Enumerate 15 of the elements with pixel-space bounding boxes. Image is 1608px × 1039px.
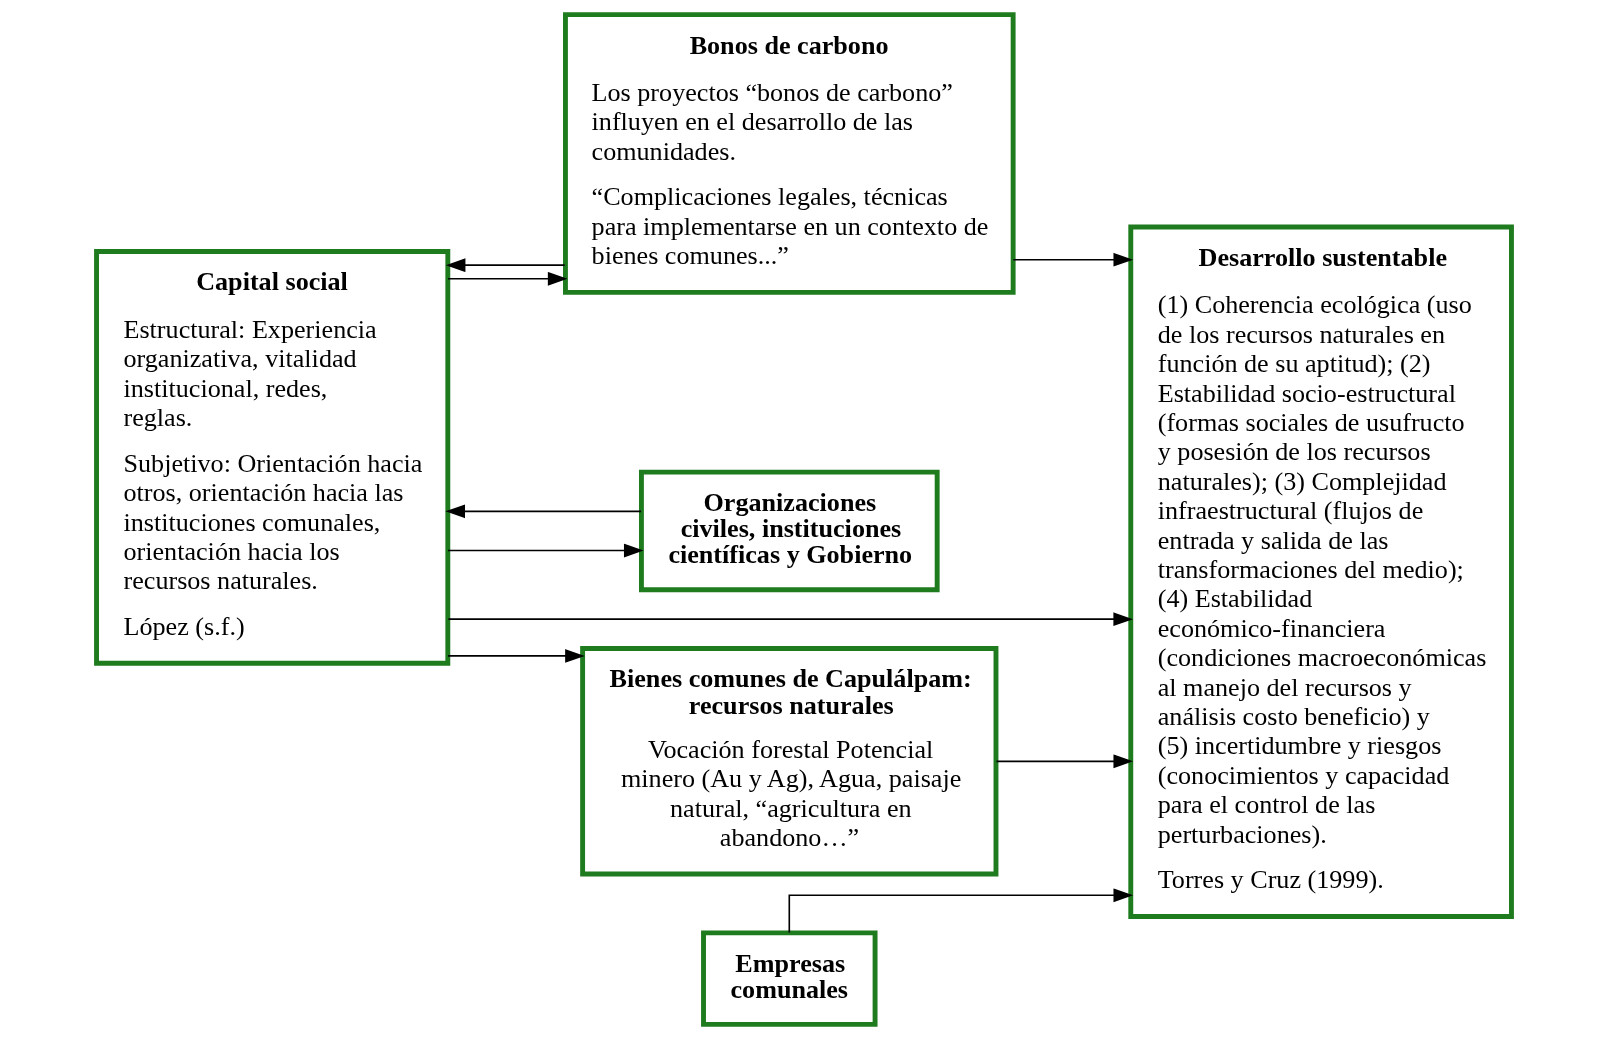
arrow — [447, 612, 1133, 627]
node-box: Bienes comunes de Capulálpam: recursos naturales Vocación forestal Potencial minero (Au y Ag), Agua, paisaje natural, “agricultura en abandono…” — [580, 646, 999, 877]
arrow — [995, 754, 1134, 769]
arrow — [445, 258, 566, 272]
node-box: Organizaciones civiles, instituciones científicas y Gobierno — [638, 469, 940, 593]
arrow — [447, 271, 568, 286]
node-box: Empresas comunales — [701, 930, 878, 1027]
arrow — [447, 543, 644, 558]
arrow — [447, 649, 585, 663]
node-box: Desarrollo sustentable (1) Coherencia ecológica (uso de los recursos naturales en función de su aptitud); (2) Estabilidad socio-estructural (formas sociales de usufructo y posesión de los recursos naturales); (3) Complejidad infraestructural (flujos de entrada y salida de las transformaciones del medio); (4) Estabilidad económico-financiera (condiciones macroeconómicas al manejo del recursos y análisis costo beneficio) y (5) incertidumbre y riesgos (conocimientos y capacidad para el control de las perturbaciones). Torres y Cruz (1999). — [1128, 224, 1514, 919]
node-box: Capital social Estructural: Experiencia organizativa, vitalidad institucional, redes, reglas. Subjetivo: Orientación hacia otros, orientación hacia las instituciones comunales, orientación hacia los recursos naturales. López (s.f.) — [94, 249, 451, 666]
node-box: Bonos de carbono Los proyectos “bonos de carbono” influyen en el desarrollo de las comunidades. “Complicaciones legales, técnicas para implementarse en un contexto de bienes comunes...” — [563, 12, 1016, 295]
arrow — [788, 888, 1134, 934]
arrow — [445, 504, 642, 519]
arrow — [1012, 252, 1134, 267]
